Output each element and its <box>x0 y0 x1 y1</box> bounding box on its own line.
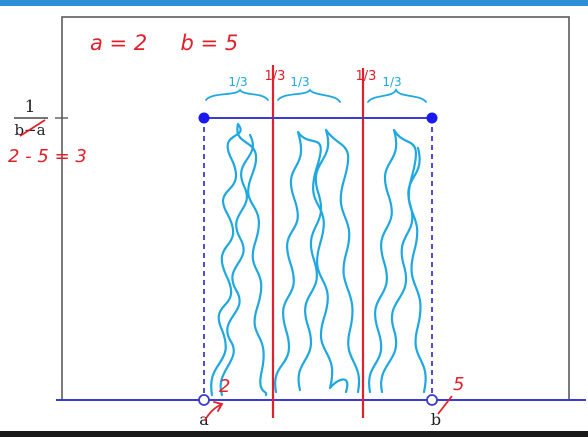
top-left-point[interactable] <box>198 112 210 124</box>
blue-braces <box>205 87 427 103</box>
annotation-ab-values: a = 2 b = 5 <box>90 31 238 55</box>
blue-third-2: 1/3 <box>290 75 309 89</box>
shaded-region <box>210 122 427 397</box>
blue-third-1: 1/3 <box>228 75 247 89</box>
blue-third-3: 1/3 <box>382 75 401 89</box>
point-b-open[interactable] <box>426 394 438 406</box>
whiteboard-canvas <box>0 6 588 431</box>
tick-label-a: a <box>199 410 209 429</box>
red-third-1: 1/3 <box>265 69 286 84</box>
arrow-to-a <box>204 401 224 421</box>
handwritten-two: 2 <box>219 376 230 397</box>
annotation-difference: 2 - 5 = 3 <box>8 146 87 167</box>
strike-mark <box>19 119 46 137</box>
point-a-open[interactable] <box>198 394 210 406</box>
strike-b <box>437 395 453 415</box>
tick-label-b: b <box>431 410 441 429</box>
density-numerator: 1 <box>25 97 36 117</box>
window-top-strip <box>0 0 588 6</box>
red-third-2: 1/3 <box>356 69 377 84</box>
handwritten-five: 5 <box>453 374 464 395</box>
top-right-point[interactable] <box>426 112 438 124</box>
plot-frame <box>61 16 570 401</box>
